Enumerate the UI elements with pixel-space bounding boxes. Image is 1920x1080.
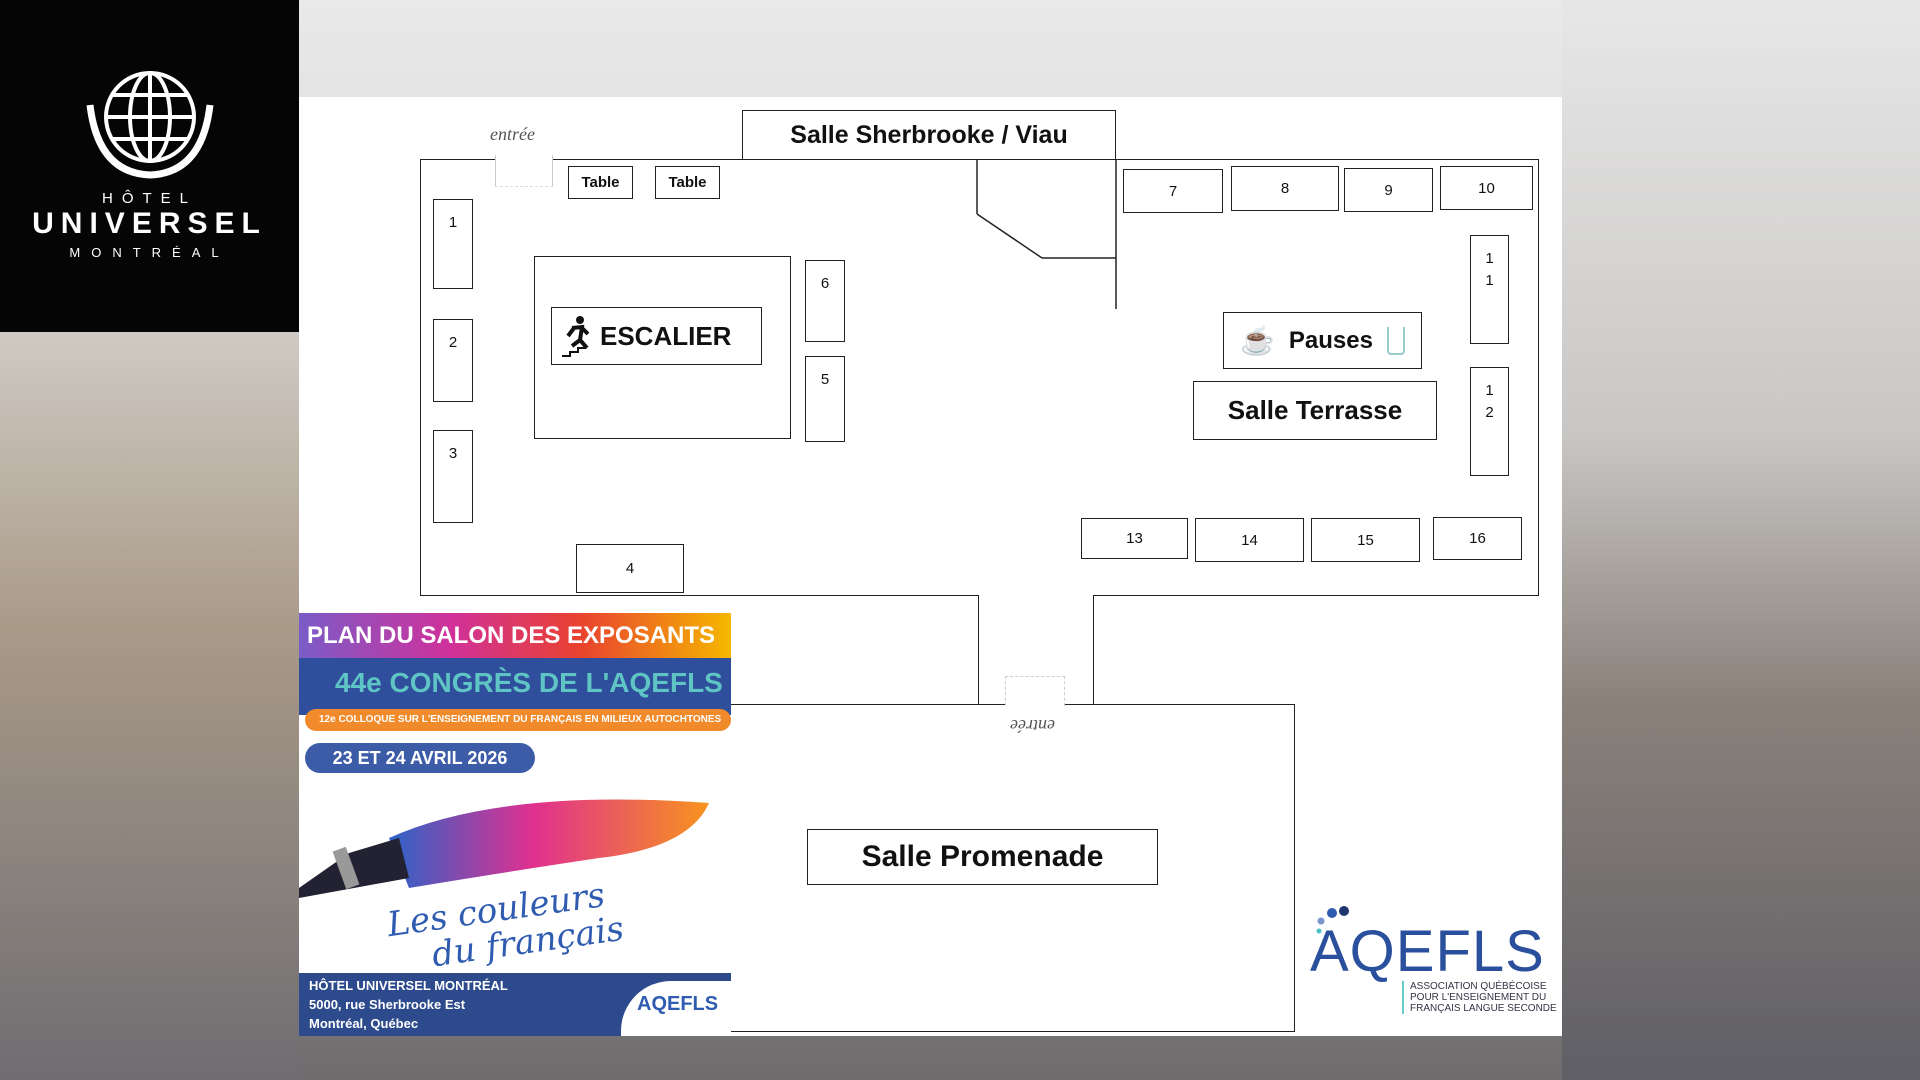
logo-text: UNIVERSEL: [32, 207, 267, 240]
pauses-area: ☕ Pauses: [1223, 312, 1422, 369]
stair-area: [534, 256, 791, 439]
room-terrasse: Salle Terrasse: [1193, 381, 1437, 440]
booth-3[interactable]: 3: [433, 430, 473, 523]
poster-address: 5000, rue Sherbrooke Est: [309, 997, 466, 1012]
poster-city: Montréal, Québec: [309, 1016, 419, 1031]
booth-2[interactable]: 2: [433, 319, 473, 402]
booth-15[interactable]: 15: [1311, 518, 1420, 562]
booth-number: 1: [1485, 250, 1494, 267]
booth-number: 4: [625, 560, 635, 577]
poster-colloque: 12e COLLOQUE SUR L'ENSEIGNEMENT DU FRANÇ…: [305, 709, 731, 731]
booth-14[interactable]: 14: [1195, 518, 1304, 562]
booth-number: 6: [820, 275, 830, 292]
entrance-door-bottom: [1005, 676, 1065, 706]
aqefls-tagline: ASSOCIATION QUÉBÉCOISE POUR L'ENSEIGNEME…: [1402, 981, 1560, 1014]
booth-1[interactable]: 1: [433, 199, 473, 289]
room-label: Pauses: [1288, 326, 1373, 354]
room-label: Salle Promenade: [861, 840, 1104, 873]
table-2[interactable]: Table: [655, 166, 720, 199]
logo-dots-icon: [1316, 906, 1349, 934]
booth-number: 13: [1126, 530, 1143, 547]
entrance-label-bottom: entrée: [1010, 716, 1055, 736]
poster-venue: HÔTEL UNIVERSEL MONTRÉAL: [309, 978, 508, 993]
booth-9[interactable]: 9: [1344, 168, 1433, 212]
booth-number: 9: [1384, 181, 1393, 199]
poster-dates: 23 ET 24 AVRIL 2026: [305, 743, 535, 773]
booth-16[interactable]: 16: [1433, 517, 1522, 560]
table-1[interactable]: Table: [568, 166, 633, 199]
booth-number: 14: [1241, 531, 1258, 549]
room-label: ESCALIER: [600, 320, 732, 351]
booth-6[interactable]: 6: [805, 260, 845, 342]
stairs-person-icon: [562, 316, 590, 357]
room-promenade: Salle Promenade: [807, 829, 1158, 885]
booth-number: 5: [820, 371, 830, 388]
poster-footer: HÔTEL UNIVERSEL MONTRÉAL 5000, rue Sherb…: [299, 973, 731, 1036]
booth-10[interactable]: 10: [1440, 166, 1533, 210]
entrance-door-top: [495, 155, 553, 187]
booth-number: 1: [1485, 272, 1494, 289]
globe-icon: [86, 71, 213, 179]
booth-number: 2: [1485, 404, 1494, 421]
booth-number: 15: [1357, 531, 1374, 549]
tagline-line: ASSOCIATION QUÉBÉCOISE: [1410, 981, 1547, 992]
poster-title: PLAN DU SALON DES EXPOSANTS: [299, 613, 731, 658]
room-label: Salle Sherbrooke / Viau: [790, 120, 1068, 149]
water-glass-icon: [1386, 326, 1405, 355]
room-label: Salle Terrasse: [1227, 395, 1403, 425]
booth-number: 10: [1478, 179, 1495, 197]
logo-text: MONTRÉAL: [69, 245, 230, 260]
booth-number: 2: [448, 334, 458, 351]
booth-number: 1: [1485, 382, 1494, 399]
booth-5[interactable]: 5: [805, 356, 845, 442]
background-photo-right: [1562, 0, 1920, 1080]
entrance-label-top: entrée: [490, 124, 535, 144]
booth-4[interactable]: 4: [576, 544, 684, 593]
tagline-line: FRANÇAIS LANGUE SECONDE: [1410, 1003, 1557, 1014]
aqefls-wordmark: AQEFLS: [1310, 919, 1545, 984]
coffee-cup-icon: ☕: [1240, 325, 1275, 356]
booth-7[interactable]: 7: [1123, 169, 1223, 213]
booth-number: 16: [1469, 530, 1486, 547]
event-poster: PLAN DU SALON DES EXPOSANTS 44e CONGRÈS …: [299, 613, 731, 1036]
logo-text: HÔTEL: [101, 190, 197, 207]
tagline-line: POUR L'ENSEIGNEMENT DU: [1410, 992, 1547, 1003]
booth-number: 1: [448, 214, 458, 231]
booth-8[interactable]: 8: [1231, 166, 1339, 211]
booth-number: 3: [448, 445, 458, 462]
wall-lines: [976, 159, 1117, 309]
escalier-label-box: ESCALIER: [551, 307, 762, 365]
room-sherbrooke-viau: Salle Sherbrooke / Viau: [742, 110, 1116, 160]
booth-number: 7: [1168, 182, 1178, 200]
background-photo-left: [0, 330, 299, 1080]
paintbrush-illustration: [299, 799, 709, 898]
aqefls-logo: AQEFLS ASSOCIATION QUÉBÉCOISE POUR L'ENS…: [1310, 905, 1560, 1014]
booth-number: 8: [1280, 180, 1290, 197]
booth-13[interactable]: 13: [1081, 518, 1188, 559]
hotel-universel-logo: HÔTEL UNIVERSEL MONTRÉAL: [0, 0, 299, 332]
poster-congress: 44e CONGRÈS DE L'AQEFLS: [299, 658, 731, 715]
